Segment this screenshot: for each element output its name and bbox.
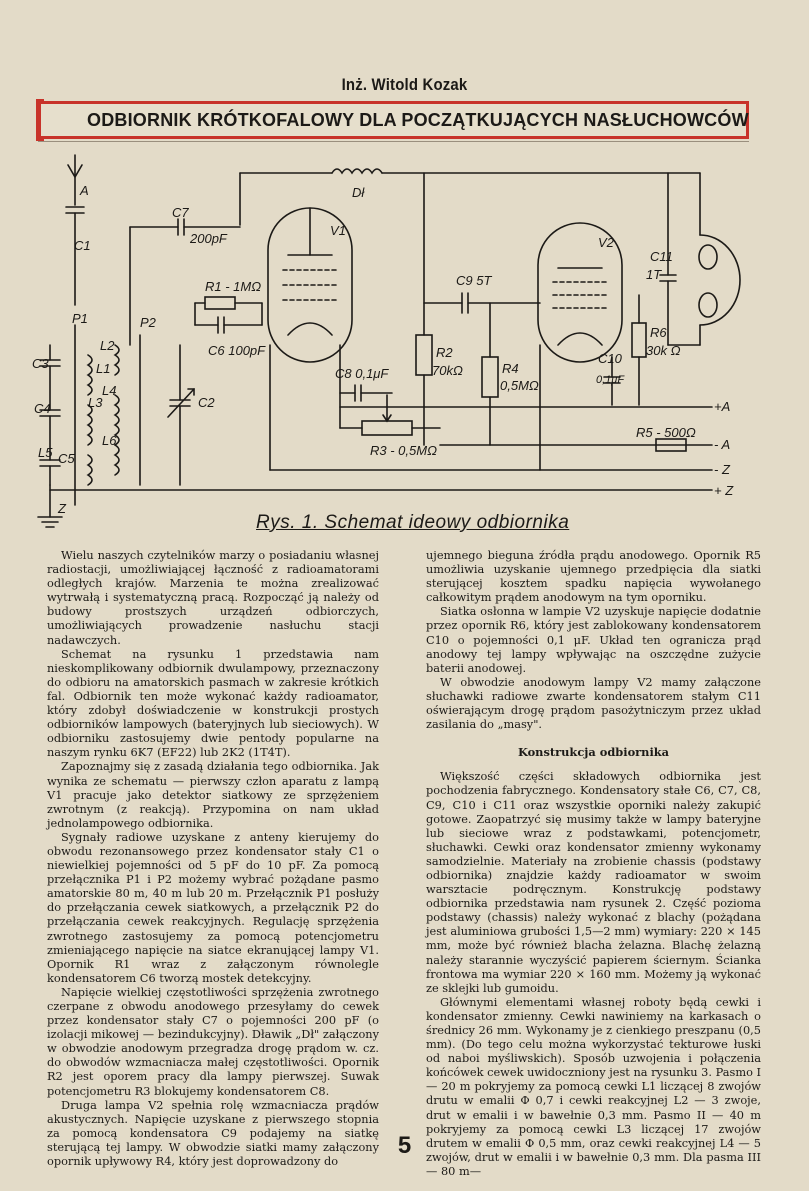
label-l5: L5 — [38, 445, 53, 460]
tube-v1 — [267, 207, 353, 363]
paragraph: ujemnego bieguna źródła prądu anodowego.… — [426, 548, 761, 605]
coil-bank — [39, 344, 120, 486]
label-l3: L3 — [88, 395, 103, 410]
label-plus-a: +A — [714, 399, 730, 414]
label-c7: C7 — [172, 205, 189, 220]
label-c7-value: 200pF — [189, 231, 228, 246]
label-r2: R2 — [436, 345, 453, 360]
antenna-symbol — [67, 154, 83, 206]
paragraph: Druga lampa V2 spełnia rolę wzmacniacza … — [47, 1097, 379, 1169]
label-r4: R4 — [502, 361, 519, 376]
label-l6: L6 — [102, 433, 117, 448]
article-title: ODBIORNIK KRÓTKOFALOWY DLA POCZĄTKUJĄCYC… — [87, 110, 749, 130]
label-z-plus: + Z — [714, 483, 734, 498]
paragraph: Zapoznajmy się z zasadą działania tego o… — [47, 759, 379, 830]
paragraph: Siatka osłonna w lampie V2 uzyskuje napi… — [426, 604, 761, 675]
label-z-right: - Z — [714, 462, 731, 477]
label-dl: Dł — [352, 185, 365, 200]
paragraph: Głównymi elementami własnej roboty będą … — [426, 994, 761, 1178]
label-z-ground: Z — [57, 501, 67, 516]
paragraph: Schemat na rysunku 1 przedstawia nam nie… — [47, 646, 379, 760]
label-p2: P2 — [140, 315, 157, 330]
figure-caption: Rys. 1. Schemat ideowy odbiornika — [256, 512, 570, 533]
label-c10-value: 0,1μF — [596, 374, 625, 386]
label-c1: C1 — [74, 238, 91, 253]
label-c8: C8 0,1μF — [335, 366, 389, 381]
label-r3: R3 - 0,5MΩ — [370, 443, 437, 458]
paragraph: Napięcie wielkiej częstotliwości sprzęże… — [47, 984, 379, 1098]
label-r2-value: 70kΩ — [432, 363, 463, 378]
paragraph: Wielu naszych czytelników marzy o posiad… — [47, 548, 379, 647]
title-rule — [38, 141, 749, 142]
article-author: Inż. Witold Kozak — [341, 75, 468, 94]
label-v1: V1 — [330, 223, 346, 238]
text-column-right: ujemnego bieguna źródła prądu anodowego.… — [426, 548, 761, 1178]
label-l4: L4 — [102, 383, 116, 398]
label-r6: R6 — [650, 325, 667, 340]
tube-v2 — [537, 222, 623, 363]
headphones-icon — [698, 234, 741, 326]
paragraph: Sygnały radiowe uzyskane z anteny kieruj… — [47, 829, 379, 985]
label-p1: P1 — [72, 311, 88, 326]
section-heading: Konstrukcja odbiornika — [517, 745, 670, 760]
schematic-diagram: A C1 Dł C7 200pF V1 R1 — [32, 154, 741, 528]
label-c10: C10 — [598, 351, 623, 366]
label-minus-a: - A — [714, 437, 730, 452]
label-c11-value: 1T — [646, 267, 662, 282]
paragraph: W obwodzie anodowym lampy V2 mamy załącz… — [426, 674, 761, 732]
label-c11: C11 — [650, 249, 673, 264]
label-r1: R1 - 1MΩ — [205, 279, 261, 294]
label-l1: L1 — [96, 361, 110, 376]
label-c4: C4 — [34, 401, 51, 416]
label-r6-value: 30k Ω — [646, 343, 681, 358]
label-c6: C6 100pF — [208, 343, 266, 358]
page-number: 5 — [397, 1132, 412, 1159]
label-c9: C9 5T — [456, 273, 492, 288]
label-c2: C2 — [198, 395, 215, 410]
label-l2: L2 — [100, 338, 115, 353]
label-c3: C3 — [32, 356, 49, 371]
label-a: A — [79, 183, 89, 198]
label-v2: V2 — [598, 235, 615, 250]
title-box: ODBIORNIK KRÓTKOFALOWY DLA POCZĄTKUJĄCYC… — [38, 101, 749, 139]
label-r4-value: 0,5MΩ — [500, 378, 539, 393]
text-column-left: Wielu naszych czytelników marzy o posiad… — [47, 548, 379, 1168]
label-r5: R5 - 500Ω — [636, 425, 696, 440]
label-c5: C5 — [58, 451, 75, 466]
paragraph: Większość części składowych odbiornika j… — [426, 769, 761, 995]
